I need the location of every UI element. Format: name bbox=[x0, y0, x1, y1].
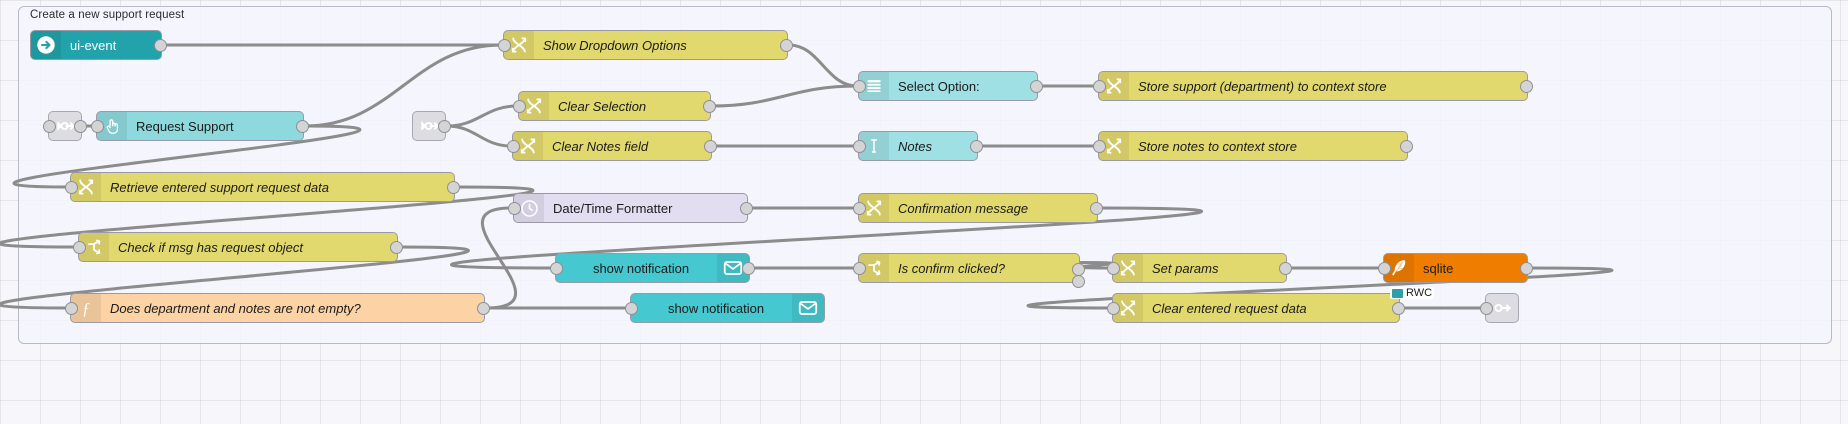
output-port[interactable] bbox=[1072, 275, 1085, 288]
node-label: show notification bbox=[592, 260, 690, 276]
input-port[interactable] bbox=[65, 181, 78, 194]
output-port[interactable] bbox=[740, 202, 753, 215]
node-check-request[interactable]: Check if msg has request object bbox=[73, 232, 403, 262]
input-port[interactable] bbox=[853, 80, 866, 93]
input-port[interactable] bbox=[73, 241, 86, 254]
input-port[interactable] bbox=[853, 202, 866, 215]
output-port[interactable] bbox=[74, 120, 87, 133]
node-date-formatter[interactable]: Date/Time Formatter bbox=[508, 193, 753, 223]
node-set-params[interactable]: Set params bbox=[1107, 253, 1292, 283]
node-label: Confirmation message bbox=[898, 200, 1029, 216]
input-port[interactable] bbox=[1093, 80, 1106, 93]
output-port[interactable] bbox=[1520, 262, 1533, 275]
node-clear-selection[interactable]: Clear Selection bbox=[513, 91, 716, 121]
link-in-icon bbox=[417, 115, 441, 137]
status-badge-label: RWC bbox=[1406, 287, 1433, 299]
input-port[interactable] bbox=[550, 262, 563, 275]
node-label: Retrieve entered support request data bbox=[110, 179, 329, 195]
input-port[interactable] bbox=[853, 140, 866, 153]
node-label: Is confirm clicked? bbox=[898, 260, 1005, 276]
output-port[interactable] bbox=[447, 181, 460, 194]
node-label: Store notes to context store bbox=[1138, 138, 1297, 154]
node-clear-notes[interactable]: Clear Notes field bbox=[507, 131, 717, 161]
node-store-support[interactable]: Store support (department) to context st… bbox=[1093, 71, 1533, 101]
node-label: Store support (department) to context st… bbox=[1138, 78, 1387, 94]
node-label: Show Dropdown Options bbox=[543, 37, 687, 53]
node-label: show notification bbox=[667, 300, 765, 316]
link-out-icon bbox=[1490, 297, 1514, 319]
node-is-confirm[interactable]: Is confirm clicked? bbox=[853, 253, 1085, 288]
output-port[interactable] bbox=[1392, 302, 1405, 315]
output-port[interactable] bbox=[703, 100, 716, 113]
node-sqlite[interactable]: sqlite bbox=[1378, 253, 1533, 283]
node-label: Notes bbox=[898, 138, 932, 154]
node-label: Date/Time Formatter bbox=[553, 200, 673, 216]
node-label: Select Option: bbox=[898, 78, 980, 94]
envelope-icon bbox=[792, 294, 824, 322]
input-port[interactable] bbox=[853, 262, 866, 275]
node-label: Clear Selection bbox=[558, 98, 647, 114]
input-port[interactable] bbox=[498, 39, 511, 52]
output-port[interactable] bbox=[742, 262, 755, 275]
node-select-option[interactable]: Select Option: bbox=[853, 71, 1043, 101]
input-port[interactable] bbox=[1107, 302, 1120, 315]
node-confirmation[interactable]: Confirmation message bbox=[853, 193, 1103, 223]
link-out-1[interactable] bbox=[1480, 293, 1519, 323]
input-port[interactable] bbox=[43, 120, 56, 133]
node-ui-event[interactable]: ui-event bbox=[30, 30, 167, 60]
link-in-icon bbox=[53, 115, 77, 137]
input-port[interactable] bbox=[513, 100, 526, 113]
arrow-circle-icon bbox=[31, 31, 61, 59]
output-port[interactable] bbox=[1400, 140, 1413, 153]
node-notify-2[interactable]: show notification bbox=[625, 293, 825, 323]
output-port[interactable] bbox=[1030, 80, 1043, 93]
node-clear-entered[interactable]: Clear entered request data bbox=[1107, 293, 1405, 323]
clock-icon bbox=[514, 194, 544, 222]
input-port[interactable] bbox=[1378, 262, 1391, 275]
node-notify-1[interactable]: show notification bbox=[550, 253, 755, 283]
input-port[interactable] bbox=[91, 120, 104, 133]
node-request-support[interactable]: Request Support bbox=[91, 111, 309, 141]
node-label: sqlite bbox=[1423, 260, 1454, 276]
output-port[interactable] bbox=[1090, 202, 1103, 215]
svg-text:ƒ: ƒ bbox=[82, 299, 90, 318]
change-icon bbox=[1099, 132, 1129, 160]
output-port[interactable] bbox=[970, 140, 983, 153]
node-label: Clear entered request data bbox=[1152, 300, 1307, 316]
output-port[interactable] bbox=[477, 302, 490, 315]
input-port[interactable] bbox=[1107, 262, 1120, 275]
input-port[interactable] bbox=[508, 202, 521, 215]
node-not-empty[interactable]: ƒ Does department and notes are not empty… bbox=[65, 293, 490, 323]
node-label: Clear Notes field bbox=[552, 138, 649, 154]
node-retrieve-data[interactable]: Retrieve entered support request data bbox=[65, 172, 460, 202]
input-port[interactable] bbox=[1093, 140, 1106, 153]
output-port[interactable] bbox=[780, 39, 793, 52]
node-label: Request Support bbox=[136, 118, 234, 134]
input-port[interactable] bbox=[1480, 302, 1493, 315]
node-label: Set params bbox=[1152, 260, 1219, 276]
link-in-1[interactable] bbox=[43, 111, 87, 141]
node-label: Does department and notes are not empty? bbox=[110, 300, 361, 316]
node-show-dropdown[interactable]: Show Dropdown Options bbox=[498, 30, 793, 60]
node-label: ui-event bbox=[70, 37, 117, 53]
output-port[interactable] bbox=[438, 120, 451, 133]
database-icon bbox=[1392, 288, 1403, 298]
status-badge: RWC bbox=[1390, 287, 1435, 299]
output-port[interactable] bbox=[704, 140, 717, 153]
output-port[interactable] bbox=[1520, 80, 1533, 93]
input-port[interactable] bbox=[625, 302, 638, 315]
output-port[interactable] bbox=[154, 39, 167, 52]
output-port[interactable] bbox=[390, 241, 403, 254]
output-port[interactable] bbox=[296, 120, 309, 133]
output-port[interactable] bbox=[1279, 262, 1292, 275]
flow-group-label: Create a new support request bbox=[30, 9, 185, 21]
node-label: Check if msg has request object bbox=[118, 239, 303, 255]
node-notes[interactable]: Notes bbox=[853, 131, 983, 161]
node-store-notes[interactable]: Store notes to context store bbox=[1093, 131, 1413, 161]
input-port[interactable] bbox=[507, 140, 520, 153]
link-in-2[interactable] bbox=[412, 111, 451, 141]
input-port[interactable] bbox=[65, 302, 78, 315]
